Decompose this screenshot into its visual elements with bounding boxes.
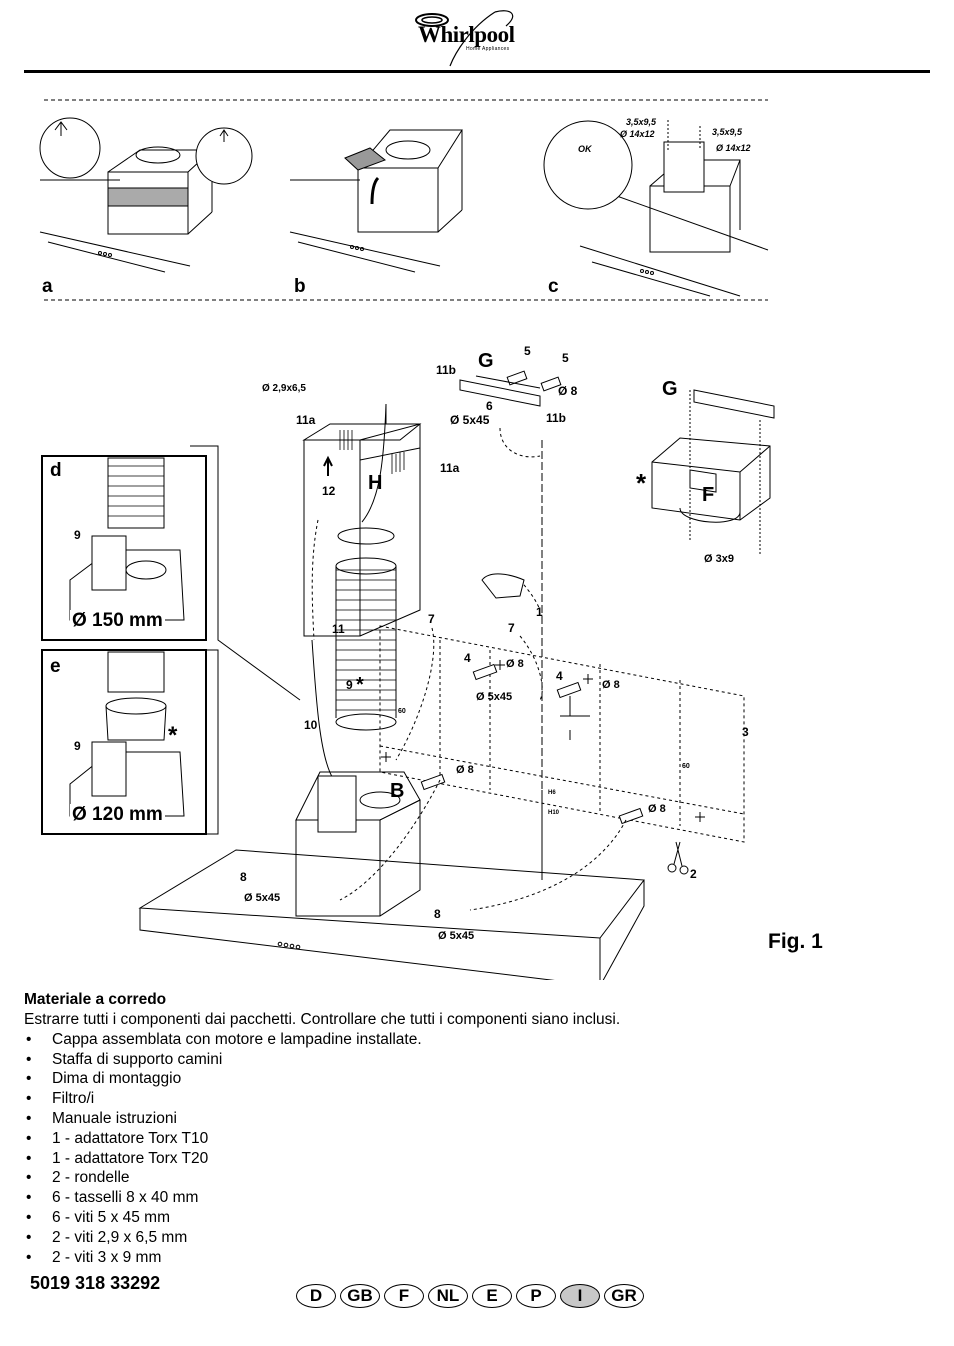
callout-h6: H6 — [548, 790, 556, 796]
callout-6: 6 — [486, 399, 493, 413]
callout-f: F — [702, 484, 715, 506]
callout-4b: 4 — [556, 669, 563, 683]
list-item: 2 - rondelle — [24, 1168, 924, 1188]
callout-g-right: G — [662, 378, 678, 400]
callout-ok: OK — [578, 144, 592, 154]
callout-d5x45-b: Ø 5x45 — [438, 930, 475, 942]
callout-d8-top: Ø 8 — [558, 384, 578, 398]
list-item: Dima di montaggio — [24, 1069, 924, 1089]
installation-diagram — [39, 99, 775, 980]
callout-g-left: G — [478, 350, 494, 372]
panel-label-e: e — [50, 656, 61, 677]
inset-e-diameter: Ø 120 mm — [70, 804, 165, 826]
materials-list: Cappa assemblata con motore e lampadine … — [24, 1030, 924, 1268]
language-selector: D GB F NL E P I GR — [296, 1284, 644, 1308]
callout-9-e: 9 — [74, 739, 81, 753]
list-item: 6 - viti 5 x 45 mm — [24, 1208, 924, 1228]
panel-label-b: b — [294, 276, 306, 297]
callout-7a: 7 — [428, 612, 435, 626]
lang-f[interactable]: F — [384, 1284, 424, 1308]
callout-9: 9 — [346, 678, 353, 692]
list-item: 2 - viti 2,9 x 6,5 mm — [24, 1228, 924, 1248]
panel-c-drawing — [543, 120, 769, 297]
lang-gb[interactable]: GB — [340, 1284, 380, 1308]
header-rule — [24, 70, 930, 73]
list-item: Cappa assemblata con motore e lampadine … — [24, 1030, 924, 1050]
callout-2: 2 — [690, 867, 697, 881]
callout-5a: 5 — [524, 344, 531, 358]
flexible-duct — [311, 403, 397, 781]
lang-p[interactable]: P — [516, 1284, 556, 1308]
callout-c-right-d: Ø 14x12 — [716, 143, 751, 153]
lang-e[interactable]: E — [472, 1284, 512, 1308]
callout-d8-a: Ø 8 — [506, 658, 524, 670]
callout-d3x9: Ø 3x9 — [704, 553, 734, 565]
lang-i[interactable]: I — [560, 1284, 600, 1308]
whirlpool-logo-swirl — [415, 10, 514, 67]
lang-nl[interactable]: NL — [428, 1284, 468, 1308]
callout-11b-right: 11b — [546, 411, 567, 425]
callout-d8-b: Ø 8 — [602, 679, 620, 691]
callout-c-right: 3,5x9,5 — [712, 127, 743, 137]
list-item: Staffa di supporto camini — [24, 1050, 924, 1070]
callout-d8-d: Ø 8 — [648, 803, 666, 815]
materials-section: Materiale a corredo Estrarre tutti i com… — [24, 990, 924, 1267]
panel-label-a: a — [42, 276, 53, 297]
callout-10: 10 — [304, 718, 318, 732]
inset-d-diameter: Ø 150 mm — [70, 610, 165, 632]
callout-star-e: * — [168, 722, 178, 749]
panel-label-d: d — [50, 460, 62, 481]
callout-60b: 60 — [682, 763, 690, 770]
callout-screw-29: Ø 2,9x6,5 — [262, 383, 306, 394]
callout-8a: 8 — [240, 870, 247, 884]
callout-star-right: * — [636, 468, 647, 498]
lang-gr[interactable]: GR — [604, 1284, 644, 1308]
callout-b: B — [390, 780, 405, 802]
callout-9-d: 9 — [74, 528, 81, 542]
callout-8b: 8 — [434, 907, 441, 921]
list-item: Filtro/i — [24, 1089, 924, 1109]
callout-1: 1 — [536, 605, 543, 619]
callout-11a-left: 11a — [296, 413, 316, 427]
motor-housing — [295, 771, 421, 917]
document-code: 5019 318 33292 — [30, 1273, 161, 1293]
brand-name: Whirlpool — [418, 22, 515, 47]
callout-c-top: 3,5x9,5 — [626, 117, 657, 127]
callout-d8-c: Ø 8 — [456, 764, 474, 776]
lang-d[interactable]: D — [296, 1284, 336, 1308]
adapter-f-drawing — [651, 437, 771, 523]
figure-title: Fig. 1 — [768, 930, 823, 953]
callout-h10: H10 — [548, 810, 560, 816]
panel-a-drawing — [39, 117, 253, 273]
list-item: 6 - tasselli 8 x 40 mm — [24, 1188, 924, 1208]
materials-intro: Estrarre tutti i componenti dai pacchett… — [24, 1011, 621, 1028]
list-item: 1 - adattatore Torx T20 — [24, 1149, 924, 1169]
callout-11b-left: 11b — [436, 363, 457, 377]
callout-h: H — [368, 472, 383, 494]
callout-60a: 60 — [398, 708, 406, 715]
callout-12: 12 — [322, 484, 336, 498]
callout-7b: 7 — [508, 621, 515, 635]
brand-tagline: Home Appliances — [466, 46, 510, 52]
callout-4a: 4 — [464, 651, 471, 665]
callout-c-top-d: Ø 14x12 — [620, 129, 655, 139]
callout-5b: 5 — [562, 351, 569, 365]
callout-d5x45-mid: Ø 5x45 — [476, 691, 513, 703]
hood-canopy — [138, 849, 645, 980]
callout-3: 3 — [742, 725, 749, 739]
list-item: 1 - adattatore Torx T10 — [24, 1129, 924, 1149]
panel-label-c: c — [548, 276, 559, 297]
callout-star-mid: * — [356, 674, 364, 696]
callout-d5x45-a: Ø 5x45 — [244, 892, 281, 904]
list-item: Manuale istruzioni — [24, 1109, 924, 1129]
list-item: 2 - viti 3 x 9 mm — [24, 1248, 924, 1268]
callout-d5x45-top: Ø 5x45 — [450, 413, 490, 427]
chimney-drawing — [302, 404, 422, 637]
callout-11: 11 — [332, 622, 345, 636]
callout-11a-right: 11a — [440, 461, 460, 475]
panel-b-drawing — [289, 129, 463, 273]
materials-heading: Materiale a corredo — [24, 991, 167, 1008]
wall-template — [379, 625, 745, 843]
